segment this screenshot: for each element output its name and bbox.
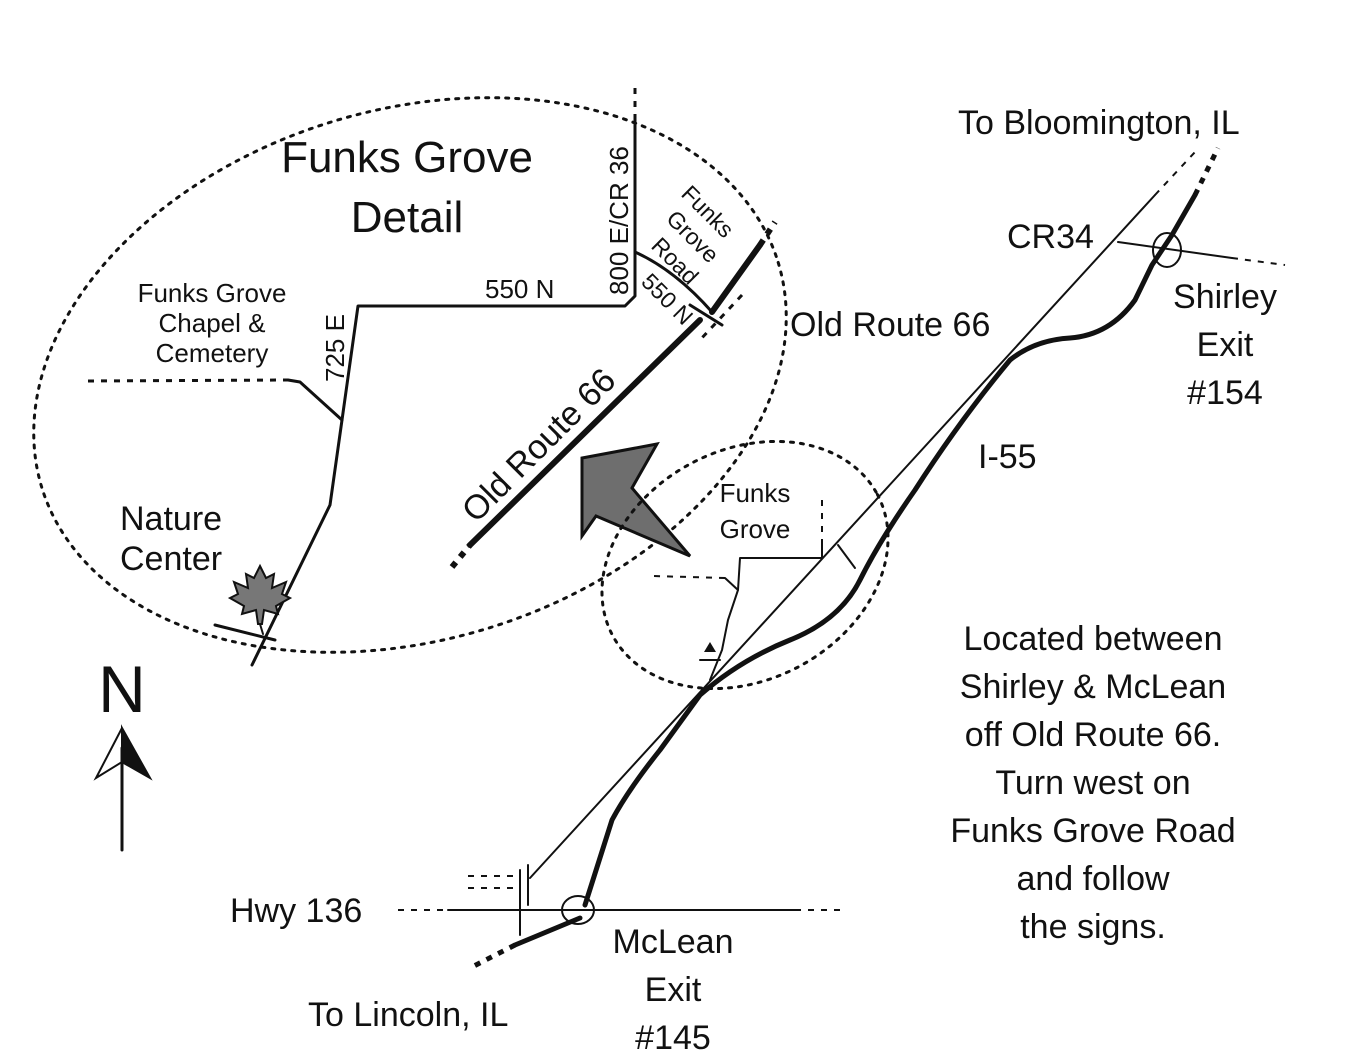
road-550n-main xyxy=(250,118,637,667)
detail-roads xyxy=(87,88,778,667)
directions-text: Located between Shirley & McLean off Old… xyxy=(950,620,1235,946)
svg-text:Chapel &: Chapel & xyxy=(159,308,266,338)
funks-grove-road-crossing-dashed xyxy=(698,293,744,342)
svg-text:Center: Center xyxy=(120,540,222,578)
label-i55: I-55 xyxy=(978,438,1037,476)
label-hwy-136: Hwy 136 xyxy=(230,892,362,930)
label-chapel-cemetery: Funks Grove Chapel & Cemetery xyxy=(138,278,287,368)
detail-title: Funks Grove Detail xyxy=(281,133,533,242)
label-mclean-exit: McLean Exit #145 xyxy=(613,923,734,1057)
svg-text:the signs.: the signs. xyxy=(1020,908,1166,946)
svg-text:Cemetery: Cemetery xyxy=(156,338,269,368)
pointer-arrow-icon xyxy=(580,441,692,558)
north-arrow-icon: N xyxy=(93,652,153,852)
svg-text:off Old Route 66.: off Old Route 66. xyxy=(965,716,1221,754)
label-old-route-66-overview: Old Route 66 xyxy=(790,306,990,344)
funks-grove-inset-boundary xyxy=(600,439,890,691)
cr34-road-dashed xyxy=(1231,257,1286,266)
label-800e-cr36: 800 E/CR 36 xyxy=(604,146,634,295)
label-nature-center: Nature Center xyxy=(120,500,222,578)
funks-grove-road-tick xyxy=(688,303,724,327)
svg-text:Funks Grove: Funks Grove xyxy=(138,278,287,308)
label-to-bloomington: To Bloomington, IL xyxy=(958,104,1240,142)
old-route-66-detail-dashed xyxy=(449,543,473,569)
svg-text:and follow: and follow xyxy=(1016,860,1170,898)
road-chapel-spur-dashed xyxy=(87,378,289,383)
label-550n: 550 N xyxy=(485,274,554,304)
inset-leaf-icon xyxy=(704,642,716,652)
old-route-66-overview xyxy=(529,194,1156,879)
svg-text:McLean: McLean xyxy=(613,923,734,961)
detail-title-line1: Funks Grove xyxy=(281,133,533,182)
svg-text:Exit: Exit xyxy=(1197,326,1254,364)
old-route-66-detail xyxy=(467,317,703,548)
interstate-55-north-dashed xyxy=(1192,146,1221,197)
label-to-lincoln: To Lincoln, IL xyxy=(308,996,508,1034)
svg-text:#145: #145 xyxy=(635,1019,711,1057)
svg-text:Shirley: Shirley xyxy=(1173,278,1277,316)
svg-text:Funks Grove Road: Funks Grove Road xyxy=(950,812,1235,850)
maple-leaf-icon xyxy=(227,563,293,635)
detail-title-line2: Detail xyxy=(351,193,464,242)
road-550n-east xyxy=(633,250,714,314)
interstate-55-south-dashed xyxy=(468,942,517,971)
svg-text:Funks: Funks xyxy=(720,478,791,508)
interstate-55 xyxy=(582,192,1198,908)
svg-text:Shirley & McLean: Shirley & McLean xyxy=(960,668,1226,706)
svg-text:Grove: Grove xyxy=(720,514,791,544)
label-cr34: CR34 xyxy=(1007,218,1094,256)
road-chapel-spur xyxy=(286,378,344,422)
funks-grove-road-dashed xyxy=(757,220,778,247)
old-route-66-north-dashed xyxy=(1154,151,1196,196)
svg-text:Nature: Nature xyxy=(120,500,222,538)
label-725e: 725 E xyxy=(320,314,350,382)
svg-text:Turn west on: Turn west on xyxy=(995,764,1190,802)
label-shirley-exit: Shirley Exit #154 xyxy=(1173,278,1277,412)
road-nature-spur xyxy=(213,623,277,642)
funks-grove-road xyxy=(709,242,763,315)
cr34-road xyxy=(1117,241,1233,259)
detail-boundary xyxy=(32,96,788,654)
overview-roads xyxy=(398,146,1286,971)
svg-text:Located between: Located between xyxy=(964,620,1223,658)
label-funks-grove-inset: Funks Grove xyxy=(720,478,791,544)
north-label: N xyxy=(98,652,146,726)
svg-text:#154: #154 xyxy=(1187,374,1263,412)
svg-text:Exit: Exit xyxy=(645,971,702,1009)
